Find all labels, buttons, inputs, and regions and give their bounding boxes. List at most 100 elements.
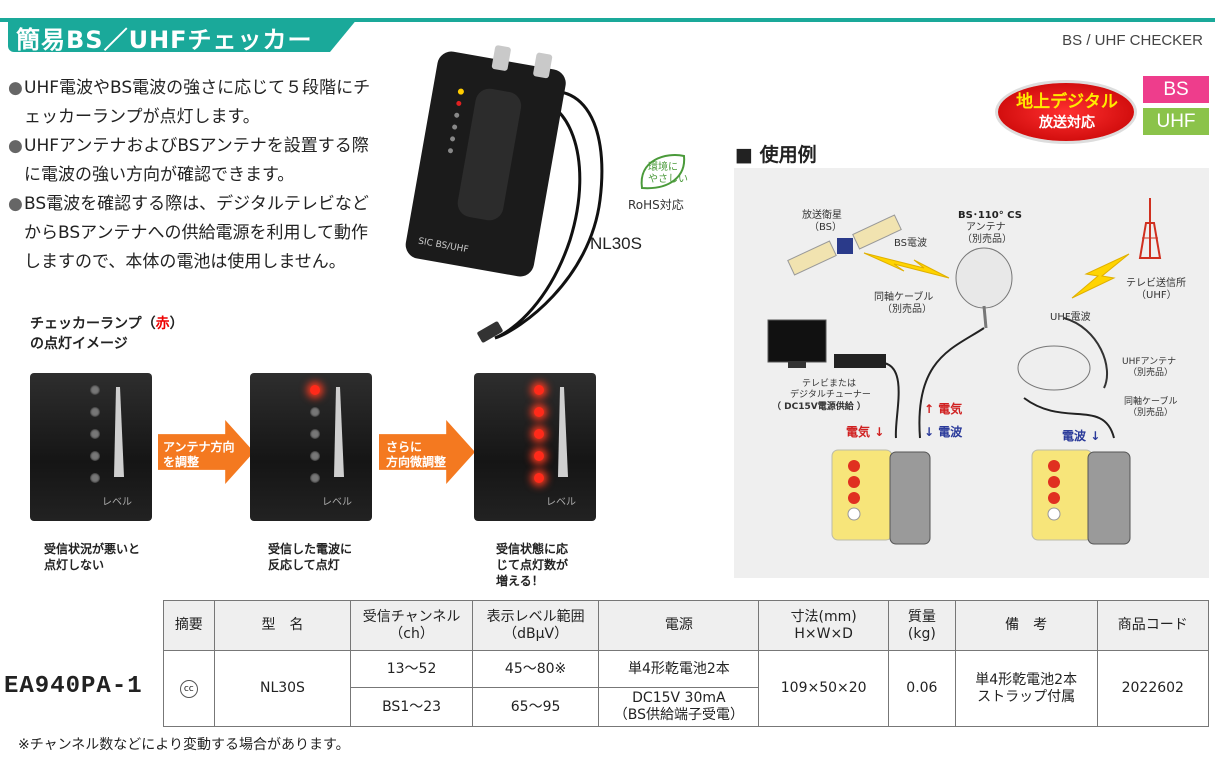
coax-label-2: 同軸ケーブル（別売品） bbox=[1124, 395, 1177, 418]
product-code-cell: 2022602 bbox=[1096, 650, 1210, 727]
checker-led bbox=[534, 451, 544, 461]
wave-down-label: ↓ 電波 bbox=[924, 424, 963, 439]
power-cell: DC15V 30mA （BS供給端子受電） bbox=[598, 687, 760, 727]
tuner-icon bbox=[834, 354, 886, 368]
channel-cell: BS1～23 bbox=[350, 687, 473, 727]
notes-cell: 単4形乾電池2本 ストラップ付属 bbox=[954, 650, 1098, 727]
wave-right-label: 電波 ↓ bbox=[1062, 428, 1100, 443]
hdr-summary: 摘要 bbox=[163, 600, 215, 651]
digital-badge-bottom: 放送対応 bbox=[1039, 115, 1095, 131]
checker-lamp-panel-left bbox=[831, 449, 893, 541]
checker-led bbox=[310, 385, 320, 395]
hdr-power: 電源 bbox=[598, 600, 760, 651]
checker-led bbox=[90, 385, 100, 395]
bs-antenna-icon bbox=[955, 247, 1013, 309]
bs-antenna-title: BS･110° CS bbox=[958, 210, 1022, 221]
table-row: BS1～23 65～95 DC15V 30mA （BS供給端子受電） bbox=[164, 687, 1209, 727]
tv-label: テレビまたはデジタルチューナー（ DC15V電源供給 ） bbox=[772, 378, 871, 412]
channel-cell: 13～52 bbox=[350, 650, 473, 688]
photo-caption-off: 受信状況が悪いと 点灯しない bbox=[44, 542, 141, 572]
arrow1-label: アンテナ方向 を調整 bbox=[163, 440, 235, 469]
feature-item: ●BS電波を確認する際は、デジタルテレビなどからBSアンテナへの供給電源を利用し… bbox=[8, 194, 369, 272]
feature-list: ●UHF電波やBS電波の強さに応じて５段階にチェッカーランプが点灯します。 ●U… bbox=[8, 74, 378, 277]
hdr-weight: 質量 (kg) bbox=[887, 600, 956, 651]
coax-label-1: 同軸ケーブル（別売品） bbox=[874, 290, 933, 315]
digital-broadcast-badge bbox=[998, 83, 1134, 141]
product-model-label: NL30S bbox=[590, 234, 642, 253]
model-cell: NL30S bbox=[213, 650, 352, 727]
rohs-label: RoHS対応 bbox=[628, 198, 684, 212]
cc-mark-icon: cc bbox=[179, 680, 198, 698]
bs-wave-label: BS電波 bbox=[894, 236, 927, 249]
power-cell: 単4形乾電池2本 bbox=[598, 650, 760, 688]
eco-label: 環境に やさしい bbox=[648, 162, 688, 185]
page-subtitle-en: BS / UHF CHECKER bbox=[1062, 32, 1203, 49]
hdr-channel: 受信チャンネル （ch） bbox=[350, 600, 473, 651]
hdr-model: 型 名 bbox=[213, 600, 352, 651]
dimensions-cell: 109×50×20 bbox=[758, 650, 889, 727]
bs-antenna-sub: アンテナ（別売品） bbox=[962, 221, 1012, 245]
checker-led bbox=[534, 385, 544, 395]
hdr-dimensions: 寸法(mm) H×W×D bbox=[758, 600, 889, 651]
uhf-badge: UHF bbox=[1143, 108, 1209, 135]
checker-led bbox=[310, 429, 320, 439]
satellite-icon bbox=[787, 214, 902, 276]
table-row: cc NL30S 13～52 45～80※ 単4形乾電池2本 109×50×20… bbox=[163, 650, 1210, 727]
catalog-code: EA940PA-1 bbox=[4, 673, 143, 700]
level-scale-icon bbox=[334, 387, 344, 477]
usage-diagram: 放送衛星（BS） BS電波 BS･110° CS アンテナ（別売品） テレビ送信… bbox=[767, 198, 1186, 545]
page-title: 簡易BS／UHFチェッカー bbox=[16, 26, 313, 54]
hdr-notes: 備 考 bbox=[954, 600, 1098, 651]
checker-led bbox=[90, 451, 100, 461]
hdr-level: 表示レベル範囲 （dBμV） bbox=[471, 600, 600, 651]
photo-caption-all: 受信状態に応 じて点灯数が 増える！ bbox=[496, 542, 569, 588]
checker-led bbox=[90, 429, 100, 439]
feature-item: ●UHF電波やBS電波の強さに応じて５段階にチェッカーランプが点灯します。 bbox=[8, 78, 371, 127]
digital-badge-top: 地上デジタル bbox=[1016, 92, 1118, 112]
product-image: SIC BS/UHF bbox=[405, 45, 604, 343]
lamp-caption: チェッカーランプ（赤） の点灯イメージ bbox=[30, 316, 184, 352]
spec-table: 摘要 型 名 受信チャンネル （ch） 表示レベル範囲 （dBμV） 電源 寸法… bbox=[163, 600, 1210, 727]
tv-tower-icon bbox=[1138, 198, 1162, 259]
checker-led bbox=[310, 451, 320, 461]
photo-caption-one: 受信した電波に 反応して点灯 bbox=[268, 542, 353, 572]
feature-item: ●UHFアンテナおよびBSアンテナを設置する際に電波の強い方向が確認できます。 bbox=[8, 136, 369, 185]
weight-cell: 0.06 bbox=[887, 650, 956, 727]
checker-led bbox=[90, 407, 100, 417]
bs-badge: BS bbox=[1143, 76, 1209, 103]
spec-header-row: 摘要 型 名 受信チャンネル （ch） 表示レベル範囲 （dBμV） 電源 寸法… bbox=[163, 600, 1210, 651]
usage-heading: ■ 使用例 bbox=[735, 144, 817, 166]
summary-cell: cc bbox=[163, 650, 215, 727]
level-scale-icon bbox=[558, 387, 568, 477]
checker-lamp-panel-right bbox=[1031, 449, 1093, 541]
power-up-label: ↑ 電気 bbox=[924, 401, 962, 416]
lamp-photo-all: レベル bbox=[474, 373, 596, 521]
checker-device-right bbox=[1087, 451, 1131, 545]
level-cell: 45～80※ bbox=[471, 650, 600, 688]
checker-led bbox=[534, 473, 544, 483]
level-label: レベル bbox=[102, 497, 132, 508]
tv-icon bbox=[767, 319, 827, 363]
level-label: レベル bbox=[546, 497, 576, 508]
checker-led bbox=[534, 407, 544, 417]
uhf-antenna-icon bbox=[1017, 345, 1091, 391]
checker-led bbox=[90, 473, 100, 483]
uhf-wave-label: UHF電波 bbox=[1050, 310, 1091, 323]
checker-led bbox=[310, 473, 320, 483]
eco-leaf-icon bbox=[640, 154, 686, 190]
lamp-photo-one: レベル bbox=[250, 373, 372, 521]
tower-label: テレビ送信所（UHF） bbox=[1126, 276, 1186, 301]
satellite-label: 放送衛星（BS） bbox=[802, 208, 842, 233]
level-cell: 65～95 bbox=[471, 687, 600, 727]
title-rule bbox=[0, 18, 1215, 22]
power-down-label: 電気 ↓ bbox=[846, 424, 884, 439]
checker-device-left bbox=[889, 451, 931, 545]
level-scale-icon bbox=[114, 387, 124, 477]
title-banner bbox=[8, 18, 358, 52]
footnote: ※チャンネル数などにより変動する場合があります。 bbox=[18, 737, 350, 753]
hdr-product-code: 商品コード bbox=[1096, 600, 1210, 651]
checker-led bbox=[534, 429, 544, 439]
lamp-photo-off: レベル bbox=[30, 373, 152, 521]
uhf-wave-bolt-icon bbox=[1071, 253, 1130, 299]
arrow2-label: さらに 方向微調整 bbox=[386, 440, 447, 469]
